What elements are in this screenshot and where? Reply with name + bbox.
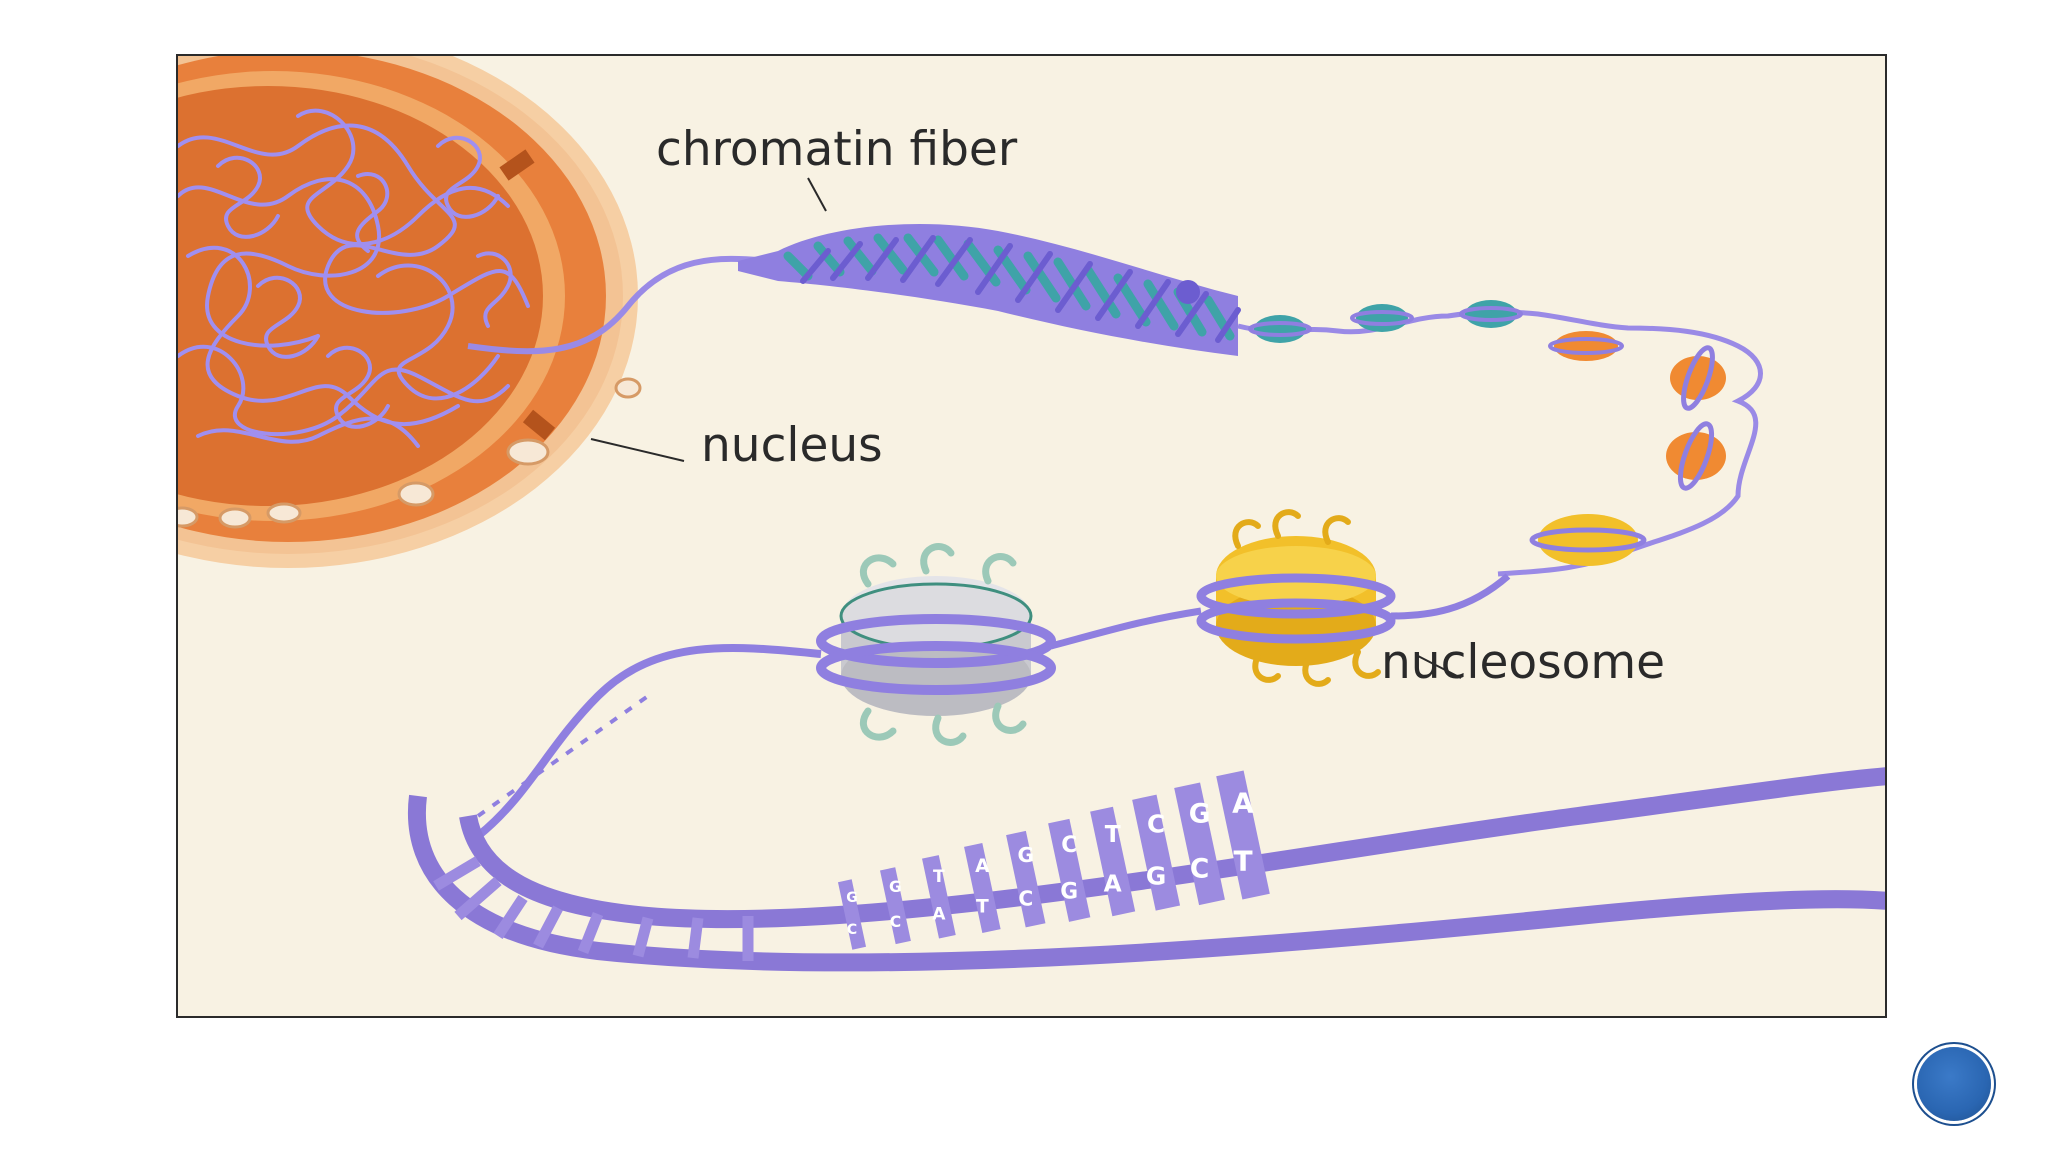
base-pair-rung	[1174, 782, 1225, 906]
base-pair-rung	[880, 867, 911, 945]
base-letter-top: C	[1147, 809, 1165, 838]
base-letter-top: A	[975, 856, 990, 877]
base-letter-top: T	[933, 867, 945, 887]
slide-nav-icon[interactable]	[1917, 1047, 1991, 1121]
chromatin-tangle	[178, 108, 530, 448]
yellow-nucleosome	[1196, 509, 1396, 687]
base-letter-top: G	[846, 890, 858, 906]
base-pair-rung	[1090, 806, 1136, 917]
base-pair-rung	[837, 879, 867, 950]
base-letter-top: T	[1105, 820, 1121, 848]
base-letter-bottom: A	[932, 905, 946, 925]
base-pair-rung	[1048, 818, 1091, 922]
base-pair-rung	[1216, 770, 1270, 900]
base-pair-rung	[964, 843, 1001, 933]
base-pair-rung	[1006, 830, 1046, 928]
base-letter-bottom: T	[1233, 844, 1252, 877]
base-letter-bottom: G	[1146, 861, 1166, 890]
nucleus-label: nucleus	[701, 418, 883, 473]
base-pair-rung	[922, 855, 956, 939]
base-letter-bottom: C	[847, 922, 857, 938]
chromatin-fiber-label: chromatin fiber	[656, 122, 1018, 177]
teal-nucleosome	[1248, 315, 1312, 343]
base-letter-top: G	[1189, 798, 1211, 829]
base-letter-top: G	[889, 878, 902, 896]
base-pair-rung	[1132, 794, 1181, 911]
base-letter-top: A	[1232, 786, 1254, 819]
gray-nucleosome	[816, 543, 1056, 746]
nucleus-illustration	[178, 56, 769, 568]
nucleosome-label: nucleosome	[1381, 635, 1665, 690]
base-letter-bottom: G	[1060, 880, 1078, 905]
nucleosome-chain	[1237, 300, 1763, 577]
base-letter-bottom: T	[976, 897, 989, 918]
base-letter-bottom: C	[890, 913, 901, 931]
base-letter-top: C	[1061, 833, 1077, 858]
chromatin-fiber-illustration	[738, 223, 1241, 356]
base-letter-bottom: C	[1190, 853, 1209, 884]
base-letter-bottom: C	[1018, 887, 1033, 911]
base-letter-bottom: A	[1104, 869, 1122, 897]
base-letter-top: G	[1017, 843, 1034, 867]
